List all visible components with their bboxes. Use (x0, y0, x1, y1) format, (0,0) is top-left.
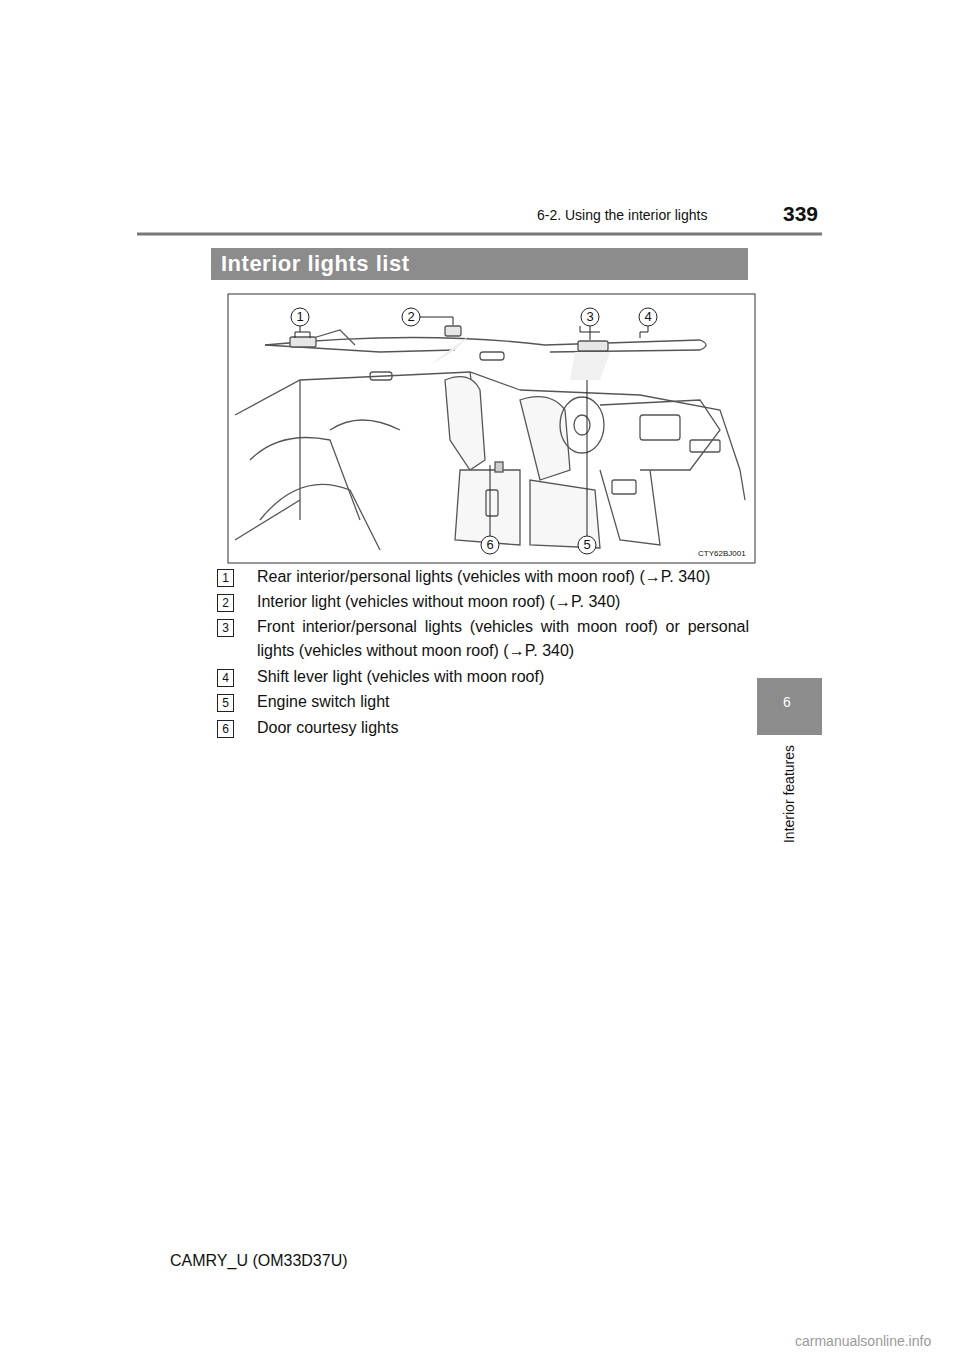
callout-number: 2 (402, 308, 420, 326)
chapter-number: 6 (783, 694, 791, 710)
title-band (211, 248, 748, 280)
list-item: Front interior/personal lights (vehicles… (257, 615, 749, 663)
running-header: 6-2. Using the interior lights (537, 207, 707, 223)
leader-lines (295, 317, 648, 536)
callout-number: 1 (217, 569, 234, 587)
footer-model: CAMRY_U (OM33D37U) (170, 1252, 348, 1270)
chapter-name: Interior features (781, 734, 797, 854)
callout-number: 2 (217, 594, 234, 612)
callout-number: 5 (578, 536, 596, 554)
header-rule (137, 233, 822, 236)
car-interior-illustration (235, 326, 745, 550)
list-item: Interior light (vehicles without moon ro… (257, 590, 749, 614)
callout-number: 4 (217, 669, 234, 687)
watermark: carmanualsonline.info (795, 1333, 931, 1349)
page-number: 339 (783, 202, 818, 226)
list-item: Door courtesy lights (257, 716, 749, 740)
callout-number: 4 (639, 308, 657, 326)
callout-number: 3 (217, 619, 234, 637)
callout-circles (291, 308, 657, 554)
section-title: Interior lights list (221, 251, 409, 277)
list-item: Engine switch light (257, 690, 749, 714)
figure-code: CTY62BJ001 (698, 549, 746, 558)
callout-number: 6 (217, 720, 234, 738)
chapter-tab (757, 678, 822, 735)
callout-number: 5 (217, 694, 234, 712)
list-item: Shift lever light (vehicles with moon ro… (257, 665, 749, 689)
callout-number: 1 (291, 308, 309, 326)
callout-number: 6 (481, 536, 499, 554)
callout-number: 3 (581, 308, 599, 326)
list-item: Rear interior/personal lights (vehicles … (257, 565, 749, 589)
illustration-frame (228, 294, 755, 563)
